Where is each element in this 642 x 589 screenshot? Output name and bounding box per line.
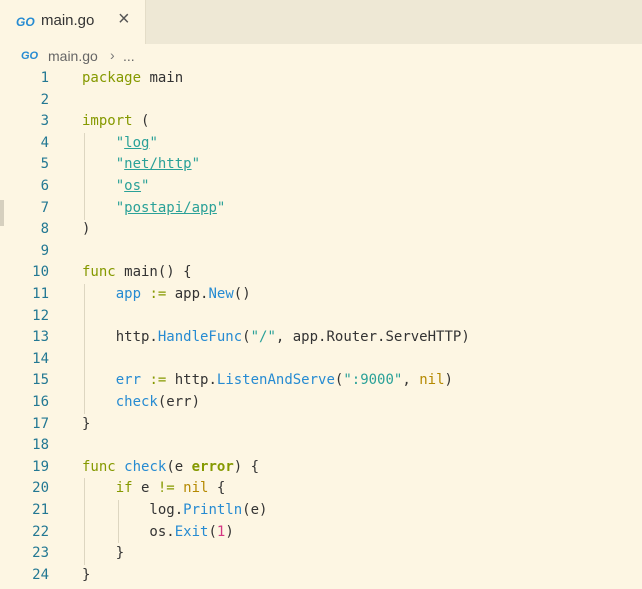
code-text: os.Exit(1): [82, 523, 234, 540]
line-number: 7: [40, 199, 49, 216]
code-line[interactable]: 1 package main: [0, 68, 642, 90]
code-text: err := http.ListenAndServe(":9000", nil): [115, 372, 453, 389]
code-line[interactable]: 2: [0, 90, 642, 112]
line-number: 1: [40, 70, 49, 86]
code-line[interactable]: 10 func main() {: [0, 262, 642, 284]
line-number: 21: [32, 502, 49, 518]
code-text: if e != nil {: [115, 480, 226, 497]
code-line[interactable]: 17}: [0, 414, 642, 436]
code-text: app := app.New(): [115, 286, 251, 302]
code-text: import (: [82, 113, 150, 130]
go-file-icon: GO: [21, 50, 39, 62]
indent-guide: [84, 133, 85, 220]
code-line[interactable]: 11 app := app.New(): [0, 284, 642, 306]
code-line[interactable]: 9: [0, 241, 642, 263]
code-text: }: [82, 566, 91, 583]
indent-guide: [118, 500, 119, 543]
tab-label: main.go: [41, 12, 95, 29]
code-line[interactable]: 19 func check(e error) {: [0, 457, 642, 479]
go-file-icon: GO: [16, 15, 35, 29]
code-text: log.Println(e): [82, 502, 268, 518]
tab-bar: GO main.go ×: [0, 0, 642, 44]
line-number: 5: [40, 156, 49, 173]
code-text: "postapi/app": [115, 199, 226, 216]
code-line[interactable]: 14: [0, 349, 642, 371]
breadcrumb: GO main.go › ...: [0, 44, 642, 70]
code-line[interactable]: 23 }: [0, 543, 642, 565]
code-line[interactable]: 3 import (: [0, 111, 642, 133]
tab-main-go[interactable]: GO main.go ×: [0, 0, 146, 44]
line-number: 11: [32, 286, 49, 302]
code-text: "net/http": [115, 156, 201, 173]
code-text: package main: [82, 70, 184, 86]
gutter-marker: [0, 200, 4, 226]
code-line[interactable]: 15 err := http.ListenAndServe(":9000", n…: [0, 370, 642, 392]
line-number: 6: [40, 178, 49, 194]
code-text: http.HandleFunc("/", app.Router.ServeHTT…: [82, 329, 470, 346]
line-number: 13: [32, 329, 49, 346]
line-number: 19: [32, 458, 49, 475]
line-number: 17: [32, 415, 49, 432]
line-number: 9: [40, 242, 49, 259]
line-number: 16: [32, 394, 49, 410]
line-number: 14: [32, 350, 49, 367]
line-number: 8: [40, 221, 49, 238]
close-icon[interactable]: ×: [118, 8, 130, 30]
code-line[interactable]: 20 if e != nil {: [0, 478, 642, 500]
code-line[interactable]: 5 "net/http": [0, 154, 642, 176]
code-text: "log": [115, 134, 158, 151]
code-line[interactable]: 21 log.Println(e): [0, 500, 642, 522]
line-number: 23: [32, 545, 49, 562]
code-line[interactable]: 18: [0, 435, 642, 457]
breadcrumb-file[interactable]: main.go: [48, 48, 98, 64]
indent-guide: [84, 284, 85, 414]
code-text: func main() {: [82, 264, 192, 281]
line-number: 10: [32, 264, 49, 281]
code-line[interactable]: 12: [0, 306, 642, 328]
code-text: }: [82, 545, 125, 562]
line-number: 20: [32, 480, 49, 497]
code-line[interactable]: 8): [0, 219, 642, 241]
code-line[interactable]: 13 http.HandleFunc("/", app.Router.Serve…: [0, 327, 642, 349]
indent-guide: [84, 478, 85, 565]
line-number: 18: [32, 437, 49, 454]
chevron-right-icon: ›: [110, 47, 115, 63]
line-number: 2: [40, 91, 49, 108]
code-text: func check(e error) {: [82, 458, 260, 475]
code-text: check(err): [115, 394, 201, 410]
line-number: 22: [32, 523, 49, 540]
code-line[interactable]: 24}: [0, 565, 642, 587]
line-number: 4: [40, 134, 49, 151]
line-number: 12: [32, 307, 49, 324]
code-line[interactable]: 6 "os": [0, 176, 642, 198]
line-number: 3: [40, 113, 49, 130]
breadcrumb-symbols[interactable]: ...: [123, 48, 135, 64]
code-text: "os": [115, 178, 150, 194]
code-line[interactable]: 22 os.Exit(1): [0, 522, 642, 544]
code-line[interactable]: 4 "log": [0, 133, 642, 155]
code-line[interactable]: 7 "postapi/app": [0, 198, 642, 220]
line-number: 15: [32, 372, 49, 389]
code-text: ): [82, 221, 91, 238]
line-number: 24: [32, 566, 49, 583]
code-line[interactable]: 16 check(err): [0, 392, 642, 414]
code-text: }: [82, 415, 91, 432]
